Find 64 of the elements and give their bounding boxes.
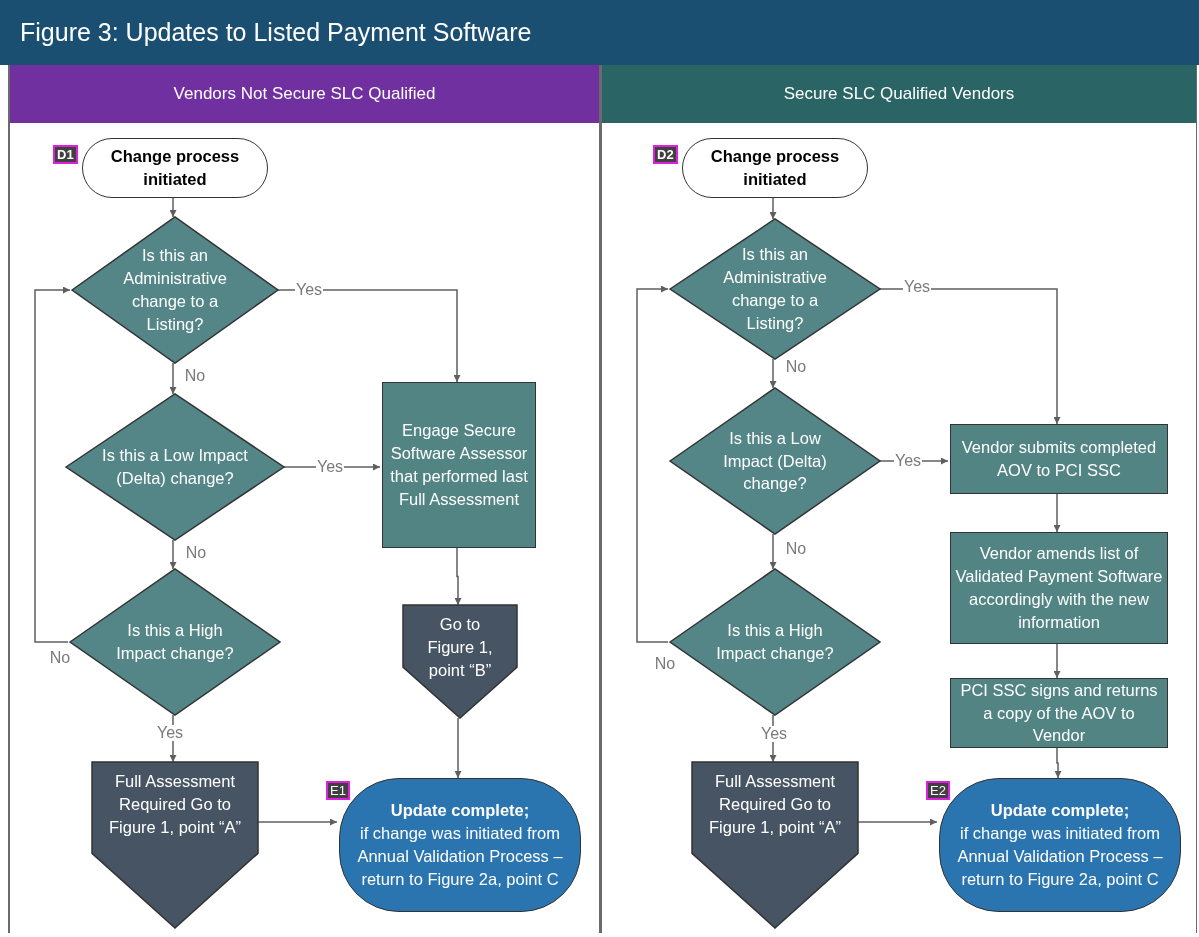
process-box [950, 424, 1168, 494]
edge-label: Yes [893, 453, 923, 469]
flow-arrow [1053, 493, 1061, 533]
edge-label: Yes [759, 726, 789, 742]
step-tag: E2 [926, 781, 950, 800]
node-text: Vendor amends list of Validated Payment Software accordingly with the new information [955, 543, 1163, 633]
node-text: Is this an Administrative change to a Listing? [722, 244, 828, 334]
swimlane [8, 65, 600, 933]
decision-diamond [670, 388, 880, 534]
node-text: Update complete; [390, 800, 530, 822]
decision-diamond [66, 394, 284, 540]
process-box [950, 532, 1168, 644]
node-text: Vendor submits completed AOV to PCI SSC [960, 437, 1158, 481]
flow-arrow [769, 533, 777, 570]
edge-label: No [784, 359, 808, 375]
lane-header: Secure SLC Qualified Vendors [602, 65, 1196, 123]
offpage-connector [92, 762, 258, 928]
offpage-connector [403, 605, 517, 718]
edge-label: Yes [902, 279, 932, 295]
flow-arrow [769, 358, 777, 389]
node-text: Full Assessment Required Go to Figure 1, point “A” [707, 771, 843, 838]
flow-arrow [636, 285, 669, 643]
node-text: Is this a Low Impact (Delta) change? [102, 445, 248, 489]
node-text: Is this a High Impact change? [715, 620, 835, 664]
edge-label: No [48, 650, 72, 666]
node-text: if change was initiated from Annual Validation Process – return to Figure 2a, point C [956, 823, 1164, 890]
flow-arrow [169, 539, 177, 570]
edge-label: No [184, 545, 208, 561]
decision-diamond [670, 219, 880, 359]
swimlane [600, 65, 1197, 933]
flow-arrow [169, 197, 177, 218]
flow-arrow [454, 547, 462, 606]
node-text: Go to Figure 1, point “B” [426, 614, 494, 681]
offpage-connector [692, 762, 858, 928]
edge-label: No [653, 656, 677, 672]
step-tag: E1 [326, 781, 350, 800]
edge-label: No [183, 368, 207, 384]
flow-arrow [34, 286, 71, 643]
flow-arrow [454, 717, 462, 779]
node-text: Update complete; [990, 800, 1130, 822]
node-text: Change process initiated [709, 146, 841, 190]
flow-arrow [1053, 643, 1061, 679]
flow-arrow [769, 197, 777, 220]
flow-arrow [1054, 747, 1062, 779]
node-text: Engage Secure Software Assessor that performed last Full Assessment [389, 420, 529, 510]
step-tag: D2 [653, 145, 678, 164]
node-text: Is this a Low Impact (Delta) change? [722, 427, 828, 495]
flow-arrow [169, 362, 177, 395]
lane-header: Vendors Not Secure SLC Qualified [10, 65, 599, 123]
edge-label: Yes [315, 459, 345, 475]
edge-label: Yes [155, 725, 185, 741]
step-tag: D1 [53, 145, 78, 164]
node-text: Full Assessment Required Go to Figure 1, point “A” [107, 771, 243, 838]
decision-diamond [72, 217, 278, 363]
edge-label: No [784, 541, 808, 557]
node-text: if change was initiated from Annual Validation Process – return to Figure 2a, point C [356, 823, 564, 890]
decision-diamond [70, 569, 280, 715]
title-bar: Figure 3: Updates to Listed Payment Software [0, 0, 1199, 65]
node-text: Change process initiated [109, 146, 241, 190]
process-box [382, 382, 536, 548]
node-text: Is this a High Impact change? [115, 620, 235, 664]
node-text: Is this an Administrative change to a Listing? [122, 245, 228, 335]
edge-label: Yes [294, 282, 324, 298]
node-text: PCI SSC signs and returns a copy of the AOV to Vendor [959, 679, 1159, 747]
